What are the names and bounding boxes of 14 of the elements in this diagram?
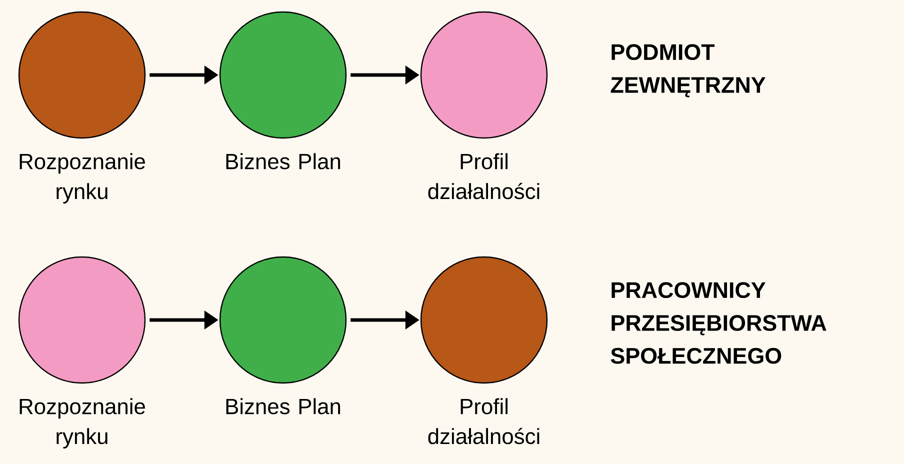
node-caption: Biznes Plan xyxy=(226,398,340,414)
heading: PODMIOT ZEWNĘTRZNY xyxy=(610,44,766,98)
node-caption: Profil działalności xyxy=(428,153,540,200)
node-caption: Biznes Plan xyxy=(226,153,340,170)
circle xyxy=(420,11,548,139)
node-caption: Profil działalności xyxy=(428,398,540,444)
circle xyxy=(219,11,347,139)
circle xyxy=(219,256,347,384)
heading: PRACOWNICY PRZESIĘBIORSTWA SPOŁECZNEGO xyxy=(610,282,826,364)
circle xyxy=(420,256,548,384)
circle xyxy=(18,11,146,139)
node-caption: Rozpoznanie rynku xyxy=(20,153,145,204)
circle xyxy=(18,256,146,384)
node-caption: Rozpoznanie rynku xyxy=(20,398,145,448)
